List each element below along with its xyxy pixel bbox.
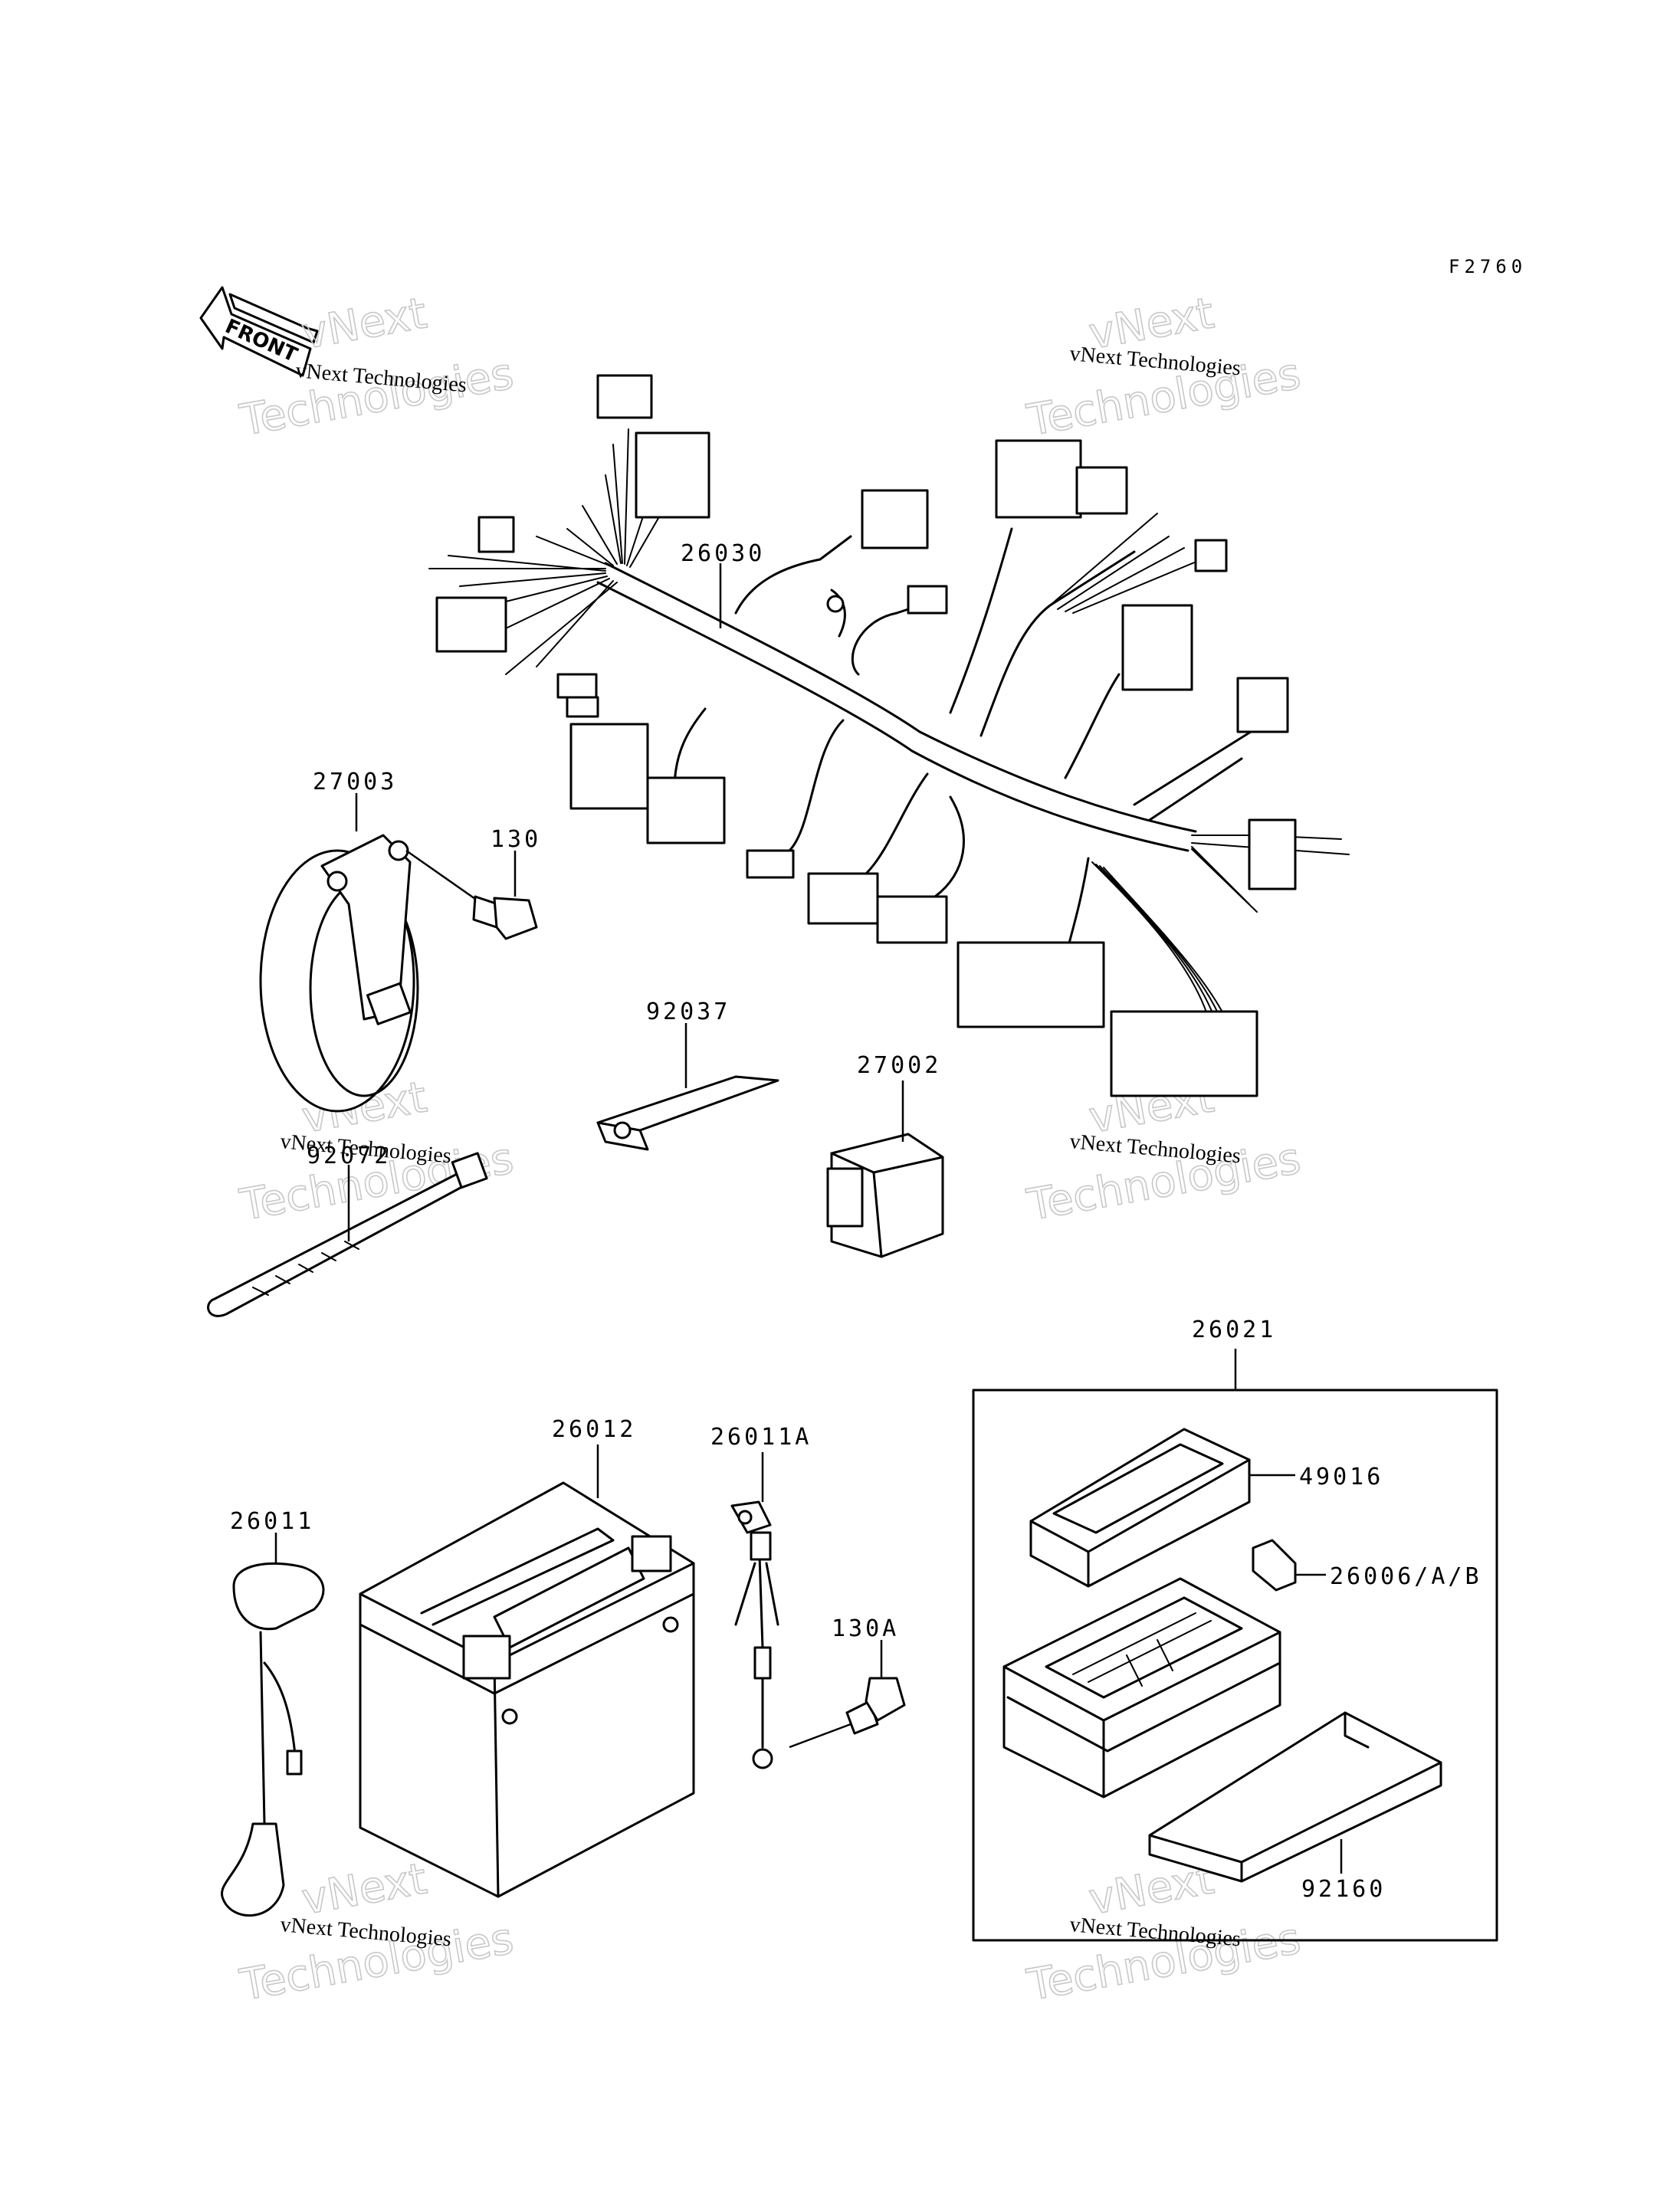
- relay: 27002: [826, 1052, 944, 1258]
- part-number-label: 130A: [832, 1615, 899, 1642]
- cable-band: 92072: [207, 1143, 488, 1317]
- connector-icon: [861, 489, 929, 549]
- part-number-label: 92160: [1301, 1876, 1386, 1903]
- connector-icon: [596, 374, 653, 419]
- bolt: 130: [405, 826, 541, 940]
- watermark-brand: vNext: [298, 288, 430, 359]
- part-number-label: 92072: [307, 1143, 391, 1169]
- connector-icon: [956, 941, 1105, 1028]
- connector-icon: [569, 723, 649, 810]
- connector-icon: [1236, 677, 1289, 733]
- part-number-label: 26011A: [710, 1424, 812, 1451]
- connector-icon: [556, 673, 598, 699]
- wiring-harness: 26030: [428, 374, 1350, 1097]
- watermark-top-left: vNext Technologies vNext Technologies: [235, 288, 517, 447]
- strap: 92037: [596, 998, 779, 1151]
- watermark-top-right: vNext Technologies vNext Technologies: [1022, 288, 1304, 447]
- battery-cable: 26011: [221, 1508, 325, 1917]
- junction-box-assembly: 26021 49016 26006/A/B 92160: [972, 1317, 1498, 1942]
- battery: 26012: [359, 1416, 695, 1898]
- part-number-label: 26006/A/B: [1330, 1563, 1482, 1590]
- watermark-brand: vNext: [298, 1854, 430, 1924]
- part-number-label: 49016: [1299, 1464, 1383, 1490]
- connector-icon: [1248, 818, 1297, 890]
- part-number-label: 26021: [1192, 1317, 1276, 1343]
- part-number-label: 130: [491, 826, 541, 853]
- bolt-a: 130A: [789, 1615, 906, 1749]
- connector-icon: [477, 516, 515, 553]
- battery-cable-a: 26011A: [710, 1424, 812, 1769]
- part-number-label: 27002: [857, 1052, 941, 1079]
- figure-code: F2760: [1449, 256, 1527, 277]
- connector-icon: [746, 849, 795, 879]
- connector-icon: [1075, 466, 1128, 515]
- part-number-label: 92037: [646, 998, 730, 1025]
- battery-terminal-icon: [631, 1535, 672, 1572]
- part-number-label: 26030: [681, 540, 765, 567]
- connector-icon: [807, 872, 879, 925]
- part-number-label: 26012: [552, 1416, 636, 1443]
- connector-icon: [1194, 539, 1228, 572]
- connector-icon: [1121, 604, 1193, 691]
- connector-icon: [907, 585, 948, 615]
- part-number-label: 27003: [313, 769, 397, 795]
- connector-icon: [995, 439, 1082, 519]
- connector-icon: [566, 696, 599, 718]
- horn: 27003: [259, 769, 419, 1113]
- connector-icon: [646, 776, 726, 844]
- watermark-bottom-right: vNext Technologies vNext Technologies: [1022, 1854, 1304, 2012]
- connector-icon: [435, 596, 507, 653]
- part-number-label: 26011: [230, 1508, 314, 1535]
- connector-icon: [635, 431, 710, 519]
- battery-terminal-icon: [462, 1635, 511, 1680]
- connector-icon: [1110, 1010, 1258, 1097]
- connector-icon: [876, 895, 948, 944]
